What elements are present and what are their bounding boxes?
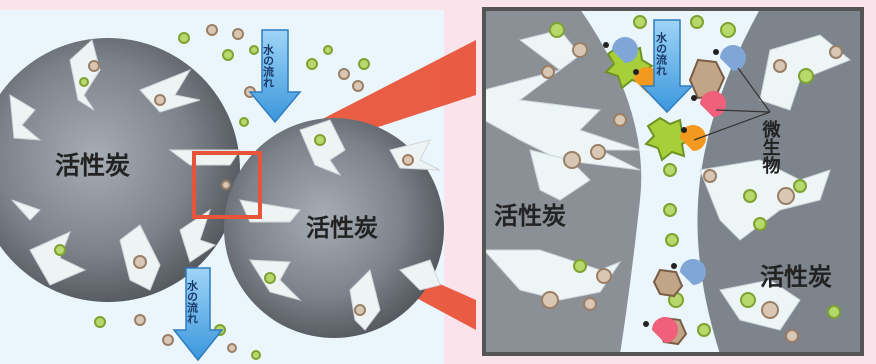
flow-arrow-icon-zoom: 水の流れ xyxy=(640,19,694,114)
right-particle-label: 活性炭 xyxy=(306,214,378,242)
microbe-label: 微生物 xyxy=(760,119,782,174)
flow-label-top: 水の流れ xyxy=(262,43,275,88)
flow-arrow-icon-top: 水の流れ xyxy=(248,29,302,124)
flow-arrow-icon-bottom: 水の流れ xyxy=(172,267,224,362)
zoom-region-highlight xyxy=(192,151,262,219)
zoom-panel: 水の流れ 活性炭 活性炭 微生物 xyxy=(482,7,864,356)
right-carbon-particle: 活性炭 xyxy=(224,118,444,338)
flow-label-bottom: 水の流れ xyxy=(186,279,199,324)
left-particle-label: 活性炭 xyxy=(55,151,130,180)
flow-label-zoom: 水の流れ xyxy=(655,31,668,76)
suspended-particles xyxy=(54,24,414,360)
zoom-right-label: 活性炭 xyxy=(760,263,832,291)
zoom-suspended-particles xyxy=(541,15,843,343)
zoom-frame xyxy=(482,7,864,356)
microbe-callout-lines xyxy=(693,67,771,141)
zoom-left-label: 活性炭 xyxy=(494,202,566,230)
microbe-icon-group xyxy=(603,37,746,343)
